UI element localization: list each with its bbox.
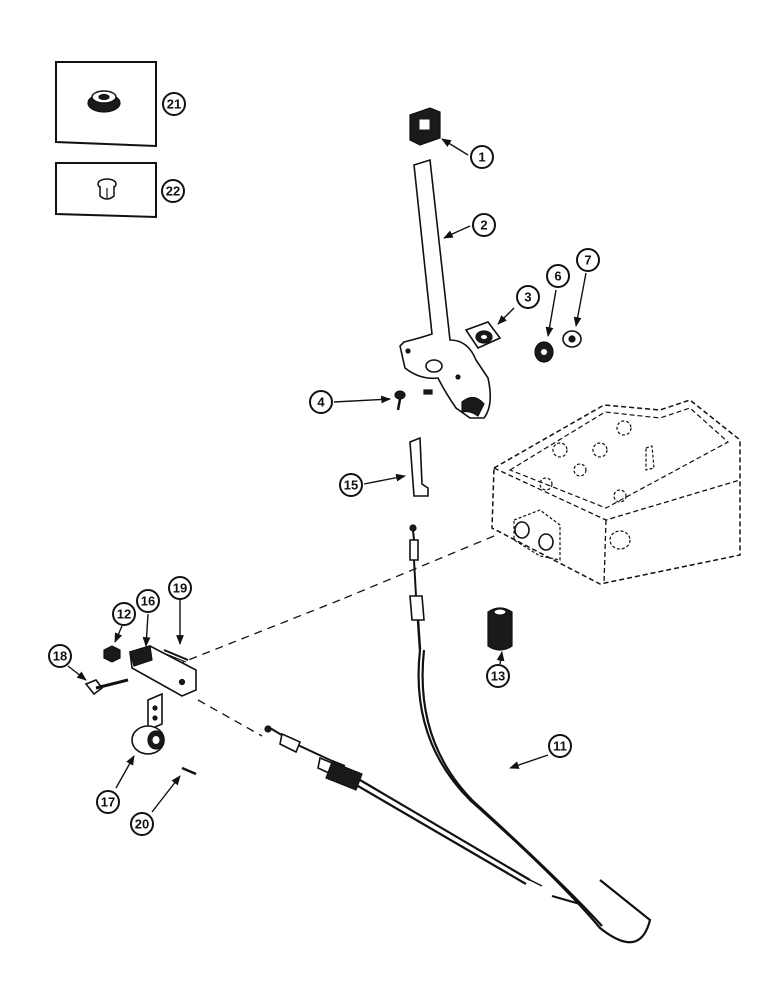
nut-part-12 (103, 645, 121, 663)
callout-15-label: 15 (344, 478, 358, 493)
inset-box-22 (55, 162, 157, 219)
lever-part-2 (399, 158, 492, 419)
callout-13: 13 (486, 664, 510, 688)
sleeve-part-13 (487, 607, 513, 651)
clevis-part-16 (129, 645, 197, 697)
callout-21: 21 (162, 92, 186, 116)
callout-19: 19 (168, 576, 192, 600)
callout-2: 2 (472, 213, 496, 237)
grommet-part-21 (87, 90, 121, 113)
pin-part-20 (181, 766, 197, 776)
cable-part-11 (264, 524, 652, 944)
callout-20-label: 20 (135, 817, 149, 832)
callout-12: 12 (112, 602, 136, 626)
callout-22-label: 22 (166, 184, 180, 199)
callout-17: 17 (96, 790, 120, 814)
callout-20: 20 (130, 812, 154, 836)
callout-11-label: 11 (553, 739, 567, 754)
washer-part-6 (534, 341, 554, 363)
callout-22: 22 (161, 179, 185, 203)
callout-21-label: 21 (167, 97, 181, 112)
callout-13-label: 13 (491, 669, 505, 684)
callout-16: 16 (136, 589, 160, 613)
callout-6-label: 6 (554, 269, 561, 284)
callout-3-label: 3 (524, 290, 531, 305)
callout-17-label: 17 (101, 795, 115, 810)
callout-11: 11 (548, 734, 572, 758)
bushing-part-3 (464, 321, 502, 350)
callout-4: 4 (309, 390, 333, 414)
callout-16-label: 16 (141, 594, 155, 609)
valve-housing (491, 399, 741, 585)
plug-part-22 (97, 178, 117, 200)
callout-18-label: 18 (53, 649, 67, 664)
callout-7-label: 7 (584, 253, 591, 268)
callout-6: 6 (546, 264, 570, 288)
callout-18: 18 (48, 644, 72, 668)
callout-12-label: 12 (117, 607, 131, 622)
bolt-part-18 (84, 678, 129, 696)
callout-7: 7 (576, 248, 600, 272)
screw-part-4 (394, 390, 406, 411)
alignment-line-lower (197, 699, 263, 737)
callout-19-label: 19 (173, 581, 187, 596)
bracket-part-15 (409, 436, 429, 497)
knob-part-1 (409, 107, 441, 146)
nut-part-7 (562, 330, 582, 348)
callout-3: 3 (516, 285, 540, 309)
callout-4-label: 4 (317, 395, 325, 410)
pivot-part-17 (131, 692, 165, 755)
callout-1: 1 (470, 145, 494, 169)
callout-15: 15 (339, 473, 363, 497)
callout-2-label: 2 (480, 218, 487, 233)
callout-1-label: 1 (478, 150, 485, 165)
cotter-pin-part-19 (163, 649, 189, 663)
inset-box-21 (55, 61, 157, 148)
alignment-line-upper-ext (157, 599, 341, 673)
